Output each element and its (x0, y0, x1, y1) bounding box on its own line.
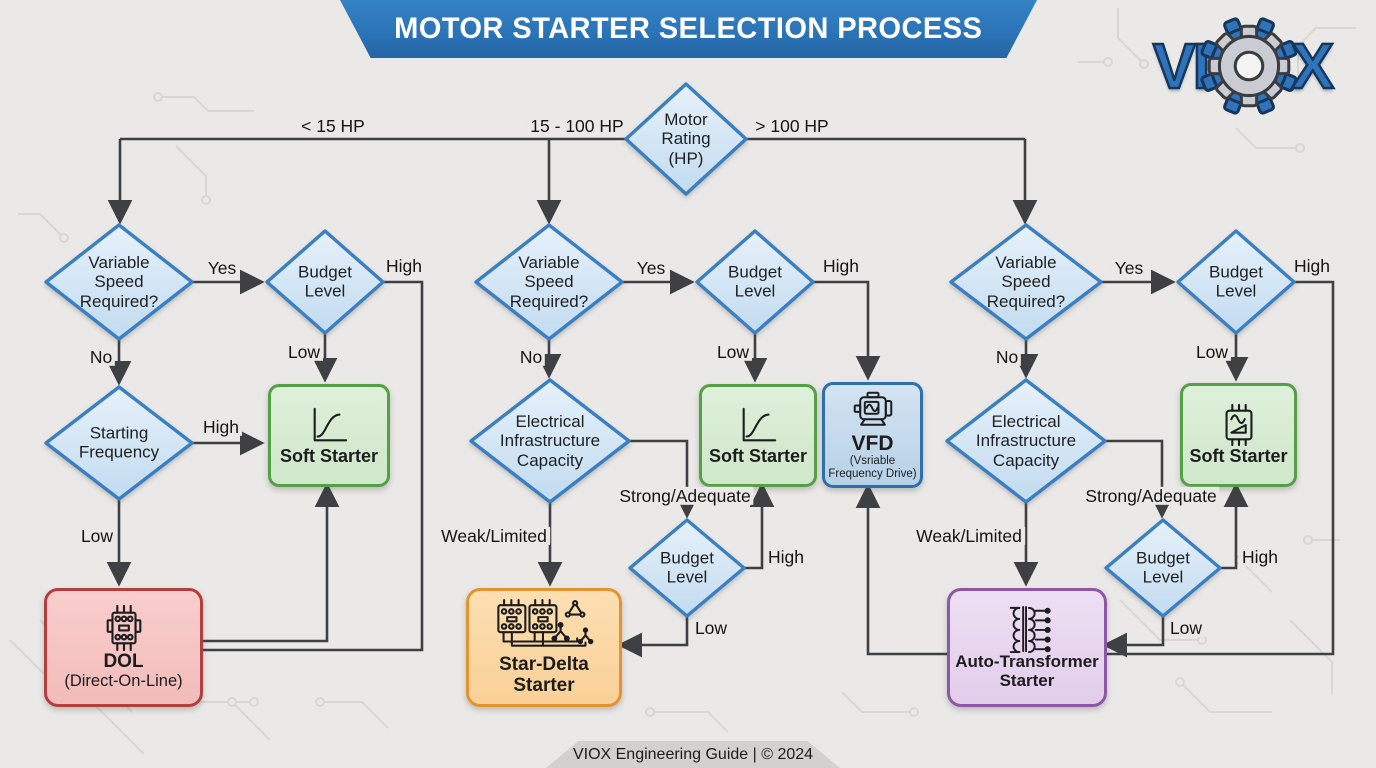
edge-budget1-high-mid (813, 280, 881, 381)
decision-infrastructure-right-label: Electrical Infrastructure Capacity (975, 411, 1077, 470)
diamond-starting-frequency (44, 385, 194, 501)
logo-text-right: X (1290, 29, 1335, 104)
decision-budget2-right-label: Budget Level (1136, 548, 1190, 587)
edge-loop-to-softstarter-left (198, 482, 340, 643)
low-label-budget1-left: Low (284, 342, 324, 361)
vfd-motor-icon (853, 391, 892, 426)
decision-variable-speed-right-label: Variable Speed Required? (986, 252, 1066, 311)
high-label-startfreq: High (200, 417, 242, 436)
decision-budget1-mid-label: Budget Level (728, 262, 782, 301)
title-banner: MOTOR STARTER SELECTION PROCESS (340, 0, 1037, 58)
high-label-budget1-right: High (1291, 256, 1333, 275)
soft-starter-title: Soft Starter (708, 445, 807, 466)
diamond-budget2-right (1104, 518, 1222, 618)
yes-label-right: Yes (1111, 258, 1147, 277)
diamond-infrastructure-right (945, 378, 1107, 504)
diamond-motor-rating (624, 82, 748, 196)
no-label-mid: No (516, 347, 546, 366)
vfd-title: VFD (851, 432, 894, 456)
low-label-budget2-right: Low (1166, 618, 1206, 637)
high-label-budget1-left: High (383, 256, 425, 275)
diamond-budget1-right (1176, 229, 1296, 335)
diamond-variable-speed-mid (474, 223, 624, 341)
edge-budget1-high-left (198, 280, 424, 652)
soft-starter-title: Soft Starter (1189, 446, 1288, 467)
decision-budget2-mid-label: Budget Level (660, 548, 714, 587)
gear-icon (1199, 16, 1299, 116)
decision-infrastructure-mid-label: Electrical Infrastructure Capacity (499, 411, 601, 470)
diamond-variable-speed-left (44, 223, 194, 341)
outcome-star-delta: Star-Delta Starter (466, 588, 622, 707)
edge-budget2-low-mid (617, 616, 689, 658)
edge-budget1-high-right-to-vfd (855, 280, 1335, 656)
vfd-subtitle: (Vsriable Frequency Drive) (828, 455, 917, 480)
decision-variable-speed-left-label: Variable Speed Required? (79, 252, 159, 311)
yes-label-mid: Yes (633, 258, 669, 277)
auto-transformer-coil-icon (1009, 605, 1051, 653)
auto-transformer-title: Auto-Transformer Starter (955, 651, 1099, 690)
logo-text-left: VI (1152, 29, 1212, 104)
strong-label-mid: Strong/Adequate (616, 486, 754, 505)
soft-starter-title: Soft Starter (279, 445, 378, 466)
diamond-budget1-mid (695, 229, 815, 335)
soft-start-curve-icon (313, 407, 348, 441)
edge-budget2-high-right (1219, 482, 1249, 570)
dol-contactor-icon (106, 605, 141, 652)
soft-start-curve-icon (742, 407, 777, 441)
outcome-dol: DOL (Direct-On-Line) (44, 588, 203, 707)
diamond-infrastructure-mid (469, 378, 631, 504)
decision-motor-rating-label: Motor Rating (HP) (661, 109, 711, 168)
outcome-auto-transformer: Auto-Transformer Starter (947, 588, 1107, 707)
outcome-soft-starter-left: Soft Starter (268, 384, 390, 487)
decision-variable-speed-mid-label: Variable Speed Required? (509, 252, 589, 311)
low-label-budget1-mid: Low (713, 342, 753, 361)
star-delta-title: Star-Delta Starter (499, 653, 589, 696)
footer-banner: VIOX Engineering Guide | © 2024 (546, 741, 840, 768)
decision-budget1-left-label: Budget Level (298, 262, 352, 301)
weak-label-right: Weak/Limited (913, 526, 1025, 545)
page-title: MOTOR STARTER SELECTION PROCESS (394, 12, 983, 45)
outcome-vfd: VFD (Vsriable Frequency Drive) (822, 382, 923, 488)
branch-label-gt100: > 100 HP (752, 116, 832, 135)
diamond-budget1-left (265, 229, 385, 335)
yes-label-left: Yes (204, 258, 240, 277)
low-label-startfreq: Low (77, 526, 117, 545)
high-label-budget1-mid: High (820, 256, 862, 275)
outcome-soft-starter-mid: Soft Starter (699, 384, 817, 487)
no-label-left: No (86, 347, 116, 366)
branch-label-lt15: < 15 HP (298, 116, 368, 135)
decision-starting-frequency-label: Starting Frequency (78, 423, 160, 462)
edge-budget2-high-mid (743, 482, 775, 570)
strong-label-right: Strong/Adequate (1082, 486, 1220, 505)
low-label-budget1-right: Low (1192, 342, 1232, 361)
low-label-budget2-mid: Low (691, 618, 731, 637)
dol-title: DOL (103, 651, 144, 673)
diamond-budget2-mid (628, 518, 746, 618)
soft-start-chip-icon (1225, 403, 1252, 447)
diamond-variable-speed-right (949, 223, 1103, 341)
dol-subtitle: (Direct-On-Line) (64, 672, 183, 691)
high-label-budget2-mid: High (765, 547, 807, 566)
high-label-budget2-right: High (1239, 547, 1281, 566)
footer-text: VIOX Engineering Guide | © 2024 (572, 745, 814, 763)
weak-label-mid: Weak/Limited (438, 526, 550, 545)
branch-label-15-100: 15 - 100 HP (527, 116, 627, 135)
decision-budget1-right-label: Budget Level (1209, 262, 1263, 301)
star-delta-contactors-icon (497, 598, 594, 647)
edge-budget2-low-right (1102, 616, 1165, 658)
viox-logo: VI X (1126, 10, 1358, 122)
outcome-soft-starter-right: Soft Starter (1180, 383, 1297, 487)
no-label-right: No (992, 347, 1022, 366)
